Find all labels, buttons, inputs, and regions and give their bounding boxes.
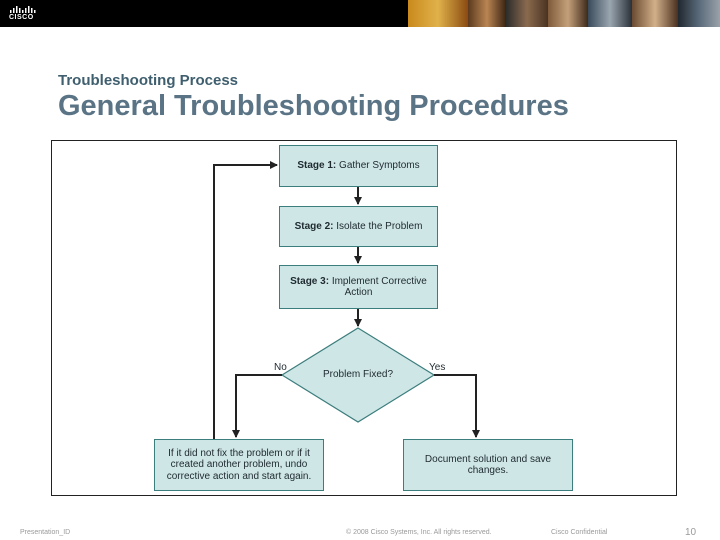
brand-wordmark: CISCO (9, 14, 34, 21)
stage3-text: Implement Corrective Action (329, 275, 427, 299)
decision-diamond (280, 327, 436, 423)
stage2-box: Stage 2: Isolate the Problem (279, 206, 438, 247)
arrow-yes-branch (434, 374, 480, 438)
no-outcome-box: If it did not fix the problem or if it c… (154, 439, 324, 491)
stage2-prefix: Stage 2: (294, 220, 334, 232)
slide-title: General Troubleshooting Procedures (58, 90, 569, 122)
stage1-box: Stage 1: Gather Symptoms (279, 145, 438, 187)
yes-outcome-box: Document solution and save changes. (403, 439, 573, 491)
no-outcome-text: If it did not fix the problem or if it c… (166, 447, 312, 482)
footer-copyright: © 2008 Cisco Systems, Inc. All rights re… (346, 529, 492, 536)
header-photo (506, 0, 548, 27)
stage1-prefix: Stage 1: (297, 160, 337, 172)
arrow-no-branch (232, 374, 282, 438)
top-banner: CISCO (0, 0, 720, 27)
yes-outcome-text: Document solution and save changes. (424, 453, 552, 477)
stage2-text: Isolate the Problem (333, 220, 423, 232)
no-label: No (274, 362, 287, 373)
header-photo-strip (408, 0, 720, 27)
page-number: 10 (685, 527, 697, 538)
header-photo (408, 0, 468, 27)
header-photo (632, 0, 678, 27)
flowchart-frame: Stage 1: Gather Symptoms Stage 2: Isolat… (51, 140, 677, 496)
header-photo (468, 0, 506, 27)
stage1-text: Gather Symptoms (336, 160, 420, 172)
slide-subtitle: Troubleshooting Process (58, 72, 239, 89)
stage3-prefix: Stage 3: (290, 275, 330, 287)
flowchart-connectors (213, 161, 480, 441)
yes-label: Yes (429, 362, 446, 373)
header-photo (548, 0, 588, 27)
header-photo (678, 0, 720, 27)
header-photo (588, 0, 632, 27)
stage3-box: Stage 3: Implement Corrective Action (279, 265, 438, 309)
footer-presentation-id: Presentation_ID (20, 529, 71, 536)
arrow-loop-back (213, 161, 278, 441)
decision-label: Problem Fixed? (322, 369, 394, 380)
footer-confidential: Cisco Confidential (551, 529, 608, 536)
cisco-logo-icon (10, 6, 36, 13)
